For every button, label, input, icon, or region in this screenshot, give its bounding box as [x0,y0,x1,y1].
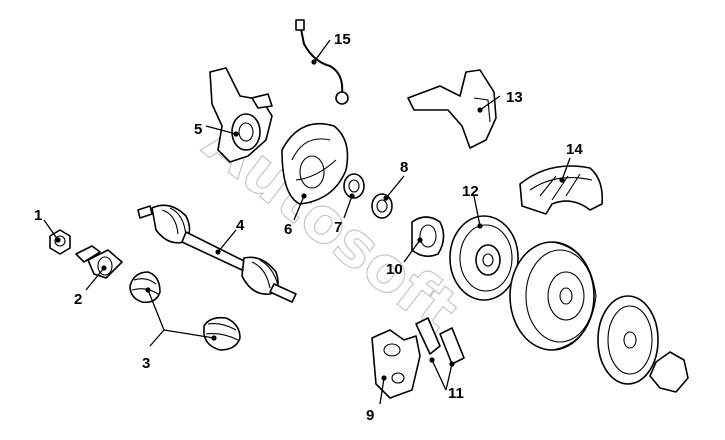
callout-13: 13 [506,89,523,106]
callout-4: 4 [236,217,245,234]
part-11-brake-pad-a[interactable] [415,317,441,355]
wheel-rim [509,241,597,351]
part-2-inner-joint[interactable] [75,245,123,279]
part-7-bearing[interactable] [343,173,365,199]
callout-9: 9 [366,407,374,424]
callout-12: 12 [462,183,479,200]
part-10-wheel-hub[interactable] [411,216,445,258]
wheel-cover [597,295,659,385]
callout-15: 15 [334,31,351,48]
part-3-boot-upper[interactable] [129,271,161,304]
callout-8: 8 [400,159,408,176]
callout-7: 7 [334,219,342,236]
part-14-arch-liner[interactable] [519,165,604,215]
part-5-steering-knuckle[interactable] [209,67,273,163]
part-13-caliper-bracket[interactable] [407,69,497,149]
part-6-dust-shield[interactable] [281,122,349,205]
center-cap [649,351,689,393]
part-11-brake-pad-b[interactable] [439,327,465,365]
callout-14: 14 [566,141,583,158]
leader-lines [43,39,571,405]
callout-11: 11 [448,385,464,402]
part-3-boot-lower[interactable] [203,316,241,351]
part-15-brake-hose[interactable] [295,19,349,105]
callout-6: 6 [284,221,292,238]
part-4-drive-shaft[interactable] [137,204,297,303]
part-8-ring[interactable] [371,193,393,219]
callout-3: 3 [142,355,150,372]
part-9-brake-caliper[interactable] [371,329,421,399]
part-12-brake-disc[interactable] [449,215,519,301]
callout-2: 2 [74,291,82,308]
callout-10: 10 [386,261,403,278]
callout-5: 5 [194,121,202,138]
callout-1: 1 [34,207,42,224]
